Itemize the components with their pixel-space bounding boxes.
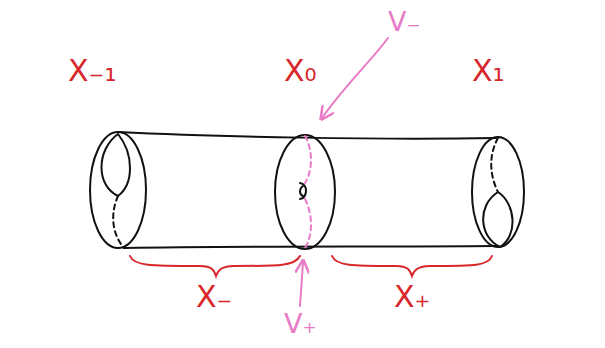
hole-rim xyxy=(300,186,303,196)
region-label: X₋ xyxy=(196,282,232,312)
cross-section-left xyxy=(90,132,146,248)
dashed-right xyxy=(491,138,498,192)
subspace-label: V₋ xyxy=(388,8,421,35)
v-plus-arrow xyxy=(300,262,303,306)
v-minus-arrow xyxy=(322,38,388,118)
region-label: X₊ xyxy=(394,282,430,312)
section-label: X₋₁ xyxy=(68,56,116,86)
brace-left xyxy=(130,256,300,276)
cross-section-right xyxy=(472,137,524,247)
cross-section-middle xyxy=(275,135,335,249)
loop-left xyxy=(102,134,131,196)
brace-right xyxy=(332,256,492,276)
section-label: X₀ xyxy=(284,56,317,86)
section-label: X₁ xyxy=(472,56,505,86)
hole xyxy=(300,183,306,199)
dashed-left xyxy=(113,196,124,248)
v-minus-half xyxy=(305,136,311,183)
v-plus-half xyxy=(305,199,311,248)
subspace-label: V₊ xyxy=(284,310,317,337)
loop-right xyxy=(483,192,512,247)
